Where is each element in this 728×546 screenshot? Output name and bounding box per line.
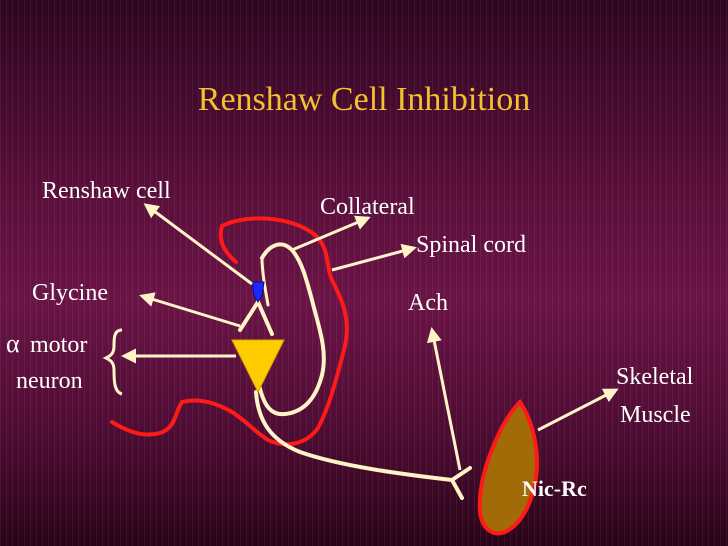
label-collateral: Collateral (320, 194, 415, 220)
label-renshaw-cell: Renshaw cell (42, 178, 171, 204)
collateral-arrow (291, 215, 371, 252)
motor-axon (254, 390, 454, 482)
nic-rc-receptor-fork (450, 466, 472, 500)
skeletal-muscle-arrow (537, 388, 619, 432)
skeletal-muscle-shape (477, 398, 539, 536)
nerve-pathway (256, 242, 326, 417)
ach-arrow (426, 327, 462, 471)
spinal-cord-outline-left (218, 224, 238, 264)
label-alpha-symbol: α (6, 329, 20, 358)
label-skeletal: Skeletal (616, 364, 694, 390)
slide-title: Renshaw Cell Inhibition (198, 81, 530, 118)
label-motor: motor (30, 332, 87, 358)
label-nic-rc: Nic-Rc (522, 476, 587, 501)
alpha-motor-neuron-bracket (102, 328, 123, 396)
renshaw-cell-shape (251, 281, 265, 303)
label-ach: Ach (408, 290, 448, 316)
renshaw-cell-arrow (143, 203, 253, 286)
label-glycine: Glycine (32, 280, 108, 306)
label-neuron: neuron (16, 368, 83, 394)
spinal-cord-outline (110, 216, 349, 447)
glycine-arrow (139, 292, 241, 328)
spinal-cord-arrow (331, 243, 417, 272)
label-muscle: Muscle (620, 402, 691, 428)
label-spinal-cord: Spinal cord (416, 232, 526, 258)
alpha-motor-neuron-shape (231, 339, 285, 394)
